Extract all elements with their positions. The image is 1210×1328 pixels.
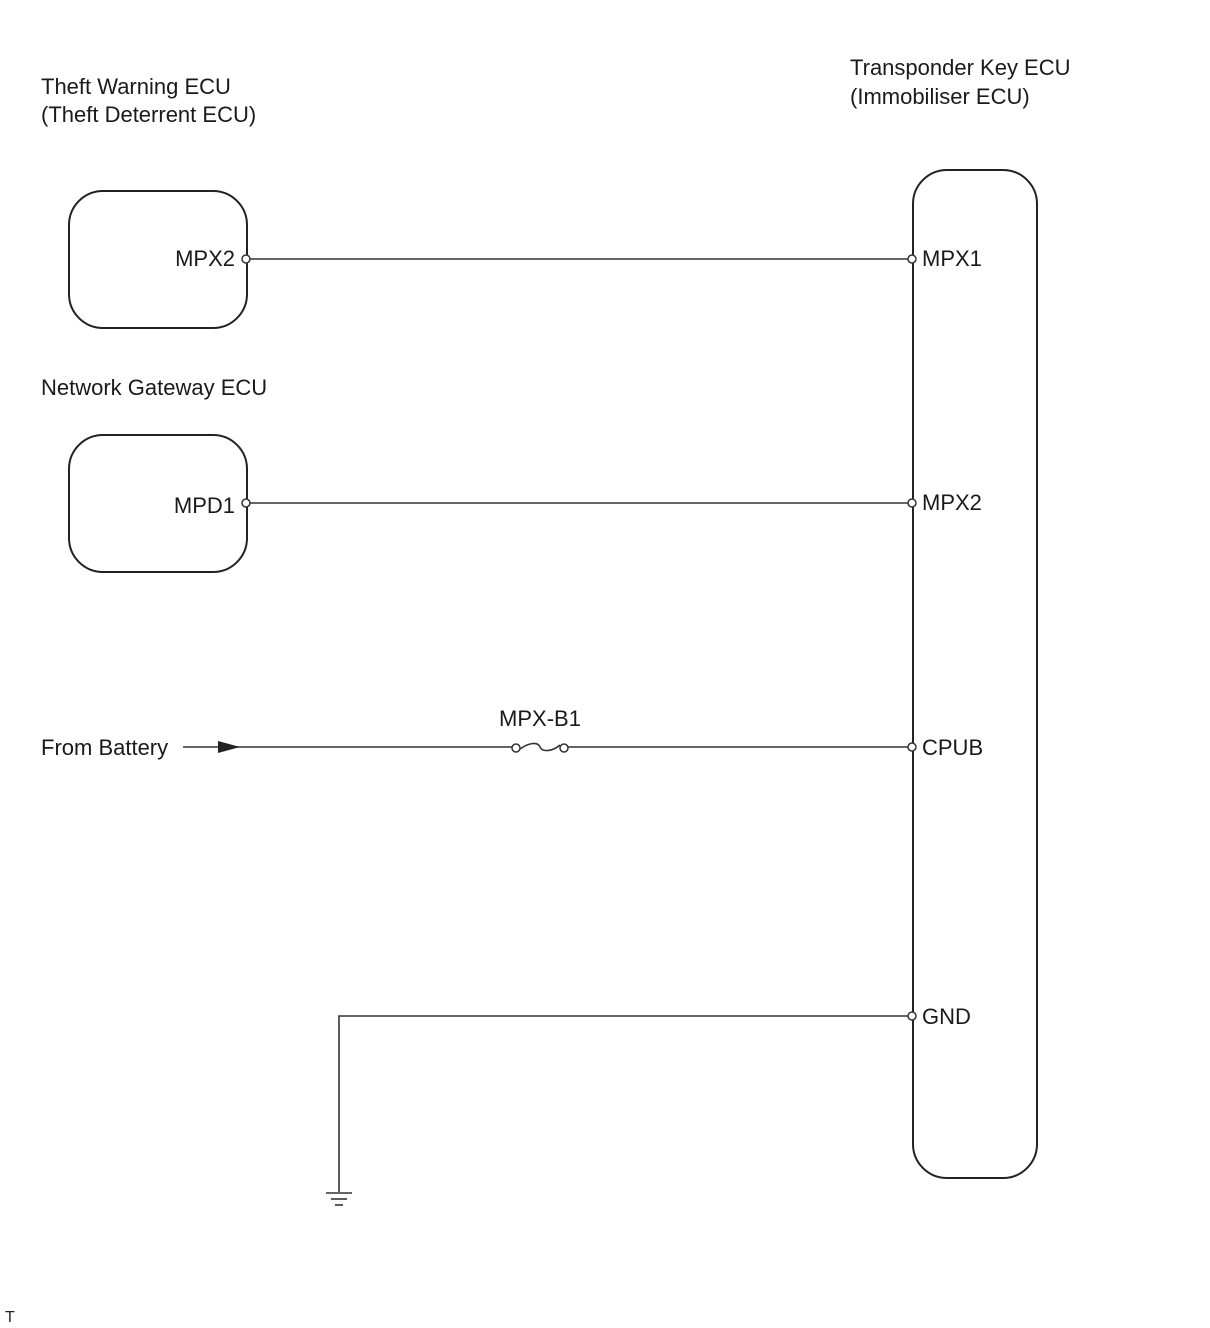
- theft-warning-ecu-title: Theft Warning ECU: [41, 74, 231, 99]
- corner-mark: T: [5, 1309, 15, 1326]
- fuse-label: MPX-B1: [499, 706, 581, 731]
- transponder-mpx2-pin: [907, 498, 917, 508]
- fuse-terminal-left: [511, 743, 521, 753]
- transponder-pin-label: MPX1: [922, 246, 982, 271]
- transponder-gnd-pin: [907, 1011, 917, 1021]
- wire-gnd-to-ground: [338, 1015, 909, 1192]
- transponder-mpx1-pin: [907, 254, 917, 264]
- transponder-key-ecu-title: Transponder Key ECU: [850, 55, 1071, 80]
- theft-ecu-mpx2-pin: [241, 254, 251, 264]
- transponder-key-ecu-box: [912, 169, 1038, 1179]
- transponder-pin-label: CPUB: [922, 735, 983, 760]
- theft-ecu-pin-label: MPX2: [175, 246, 235, 271]
- gateway-ecu-mpd1-pin: [241, 498, 251, 508]
- arrow-icon: [218, 741, 240, 753]
- fuse-icon: [519, 742, 561, 752]
- transponder-cpub-pin: [907, 742, 917, 752]
- transponder-pin-label: MPX2: [922, 490, 982, 515]
- transponder-pin-label: GND: [922, 1004, 971, 1029]
- ground-icon: [326, 1192, 352, 1206]
- network-gateway-ecu-title: Network Gateway ECU: [41, 375, 267, 400]
- gateway-ecu-pin-label: MPD1: [174, 493, 235, 518]
- fuse-terminal-right: [559, 743, 569, 753]
- theft-warning-ecu-subtitle: (Theft Deterrent ECU): [41, 102, 256, 127]
- battery-label: From Battery: [41, 735, 168, 760]
- transponder-key-ecu-subtitle: (Immobiliser ECU): [850, 84, 1030, 109]
